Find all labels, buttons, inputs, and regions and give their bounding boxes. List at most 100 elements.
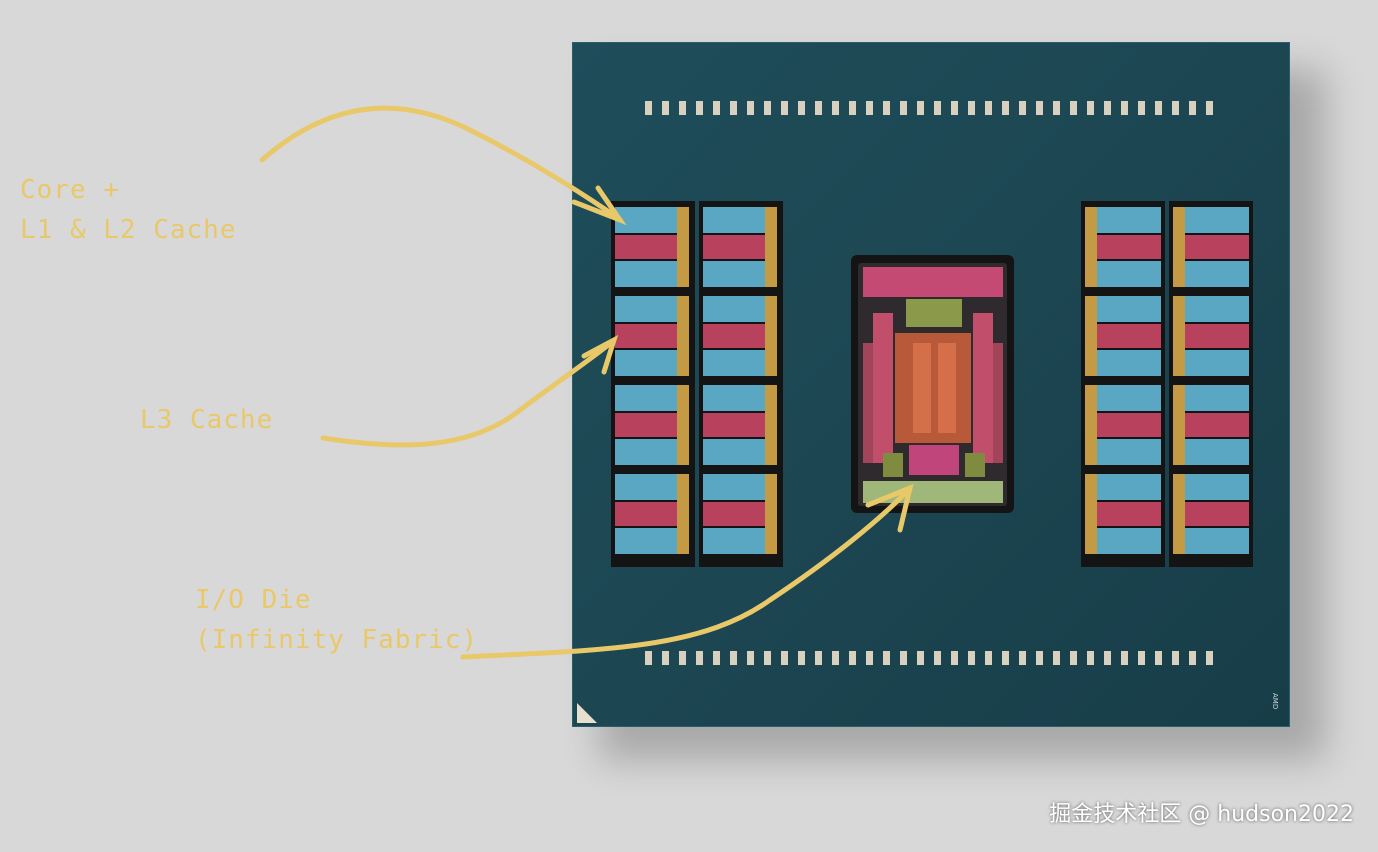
l3-cache-block — [1185, 324, 1249, 348]
cache-tag-strip — [765, 207, 777, 287]
l3-cache-block — [1185, 502, 1249, 526]
pad — [1019, 101, 1026, 115]
pad — [1206, 101, 1213, 115]
core-block — [615, 474, 679, 500]
pad — [900, 651, 907, 665]
core-block — [703, 528, 767, 554]
cache-tag-strip — [765, 296, 777, 376]
pad — [1070, 101, 1077, 115]
core-block — [703, 350, 767, 376]
core-block — [1097, 474, 1161, 500]
l3-cache-block — [703, 502, 767, 526]
cache-tag-strip — [677, 296, 689, 376]
pad — [968, 101, 975, 115]
pad — [764, 101, 771, 115]
pad — [815, 101, 822, 115]
core-block — [1185, 528, 1249, 554]
pad — [866, 651, 873, 665]
pad — [849, 101, 856, 115]
l3-cache-block — [615, 324, 679, 348]
core-block — [1185, 261, 1249, 287]
cache-tag-strip — [765, 474, 777, 554]
core-block — [615, 296, 679, 322]
core-block — [1097, 261, 1161, 287]
pad — [696, 101, 703, 115]
pad — [985, 651, 992, 665]
l3-cache-block — [703, 413, 767, 437]
pad — [645, 101, 652, 115]
pad — [713, 651, 720, 665]
core-block — [615, 385, 679, 411]
l3-cache-block — [703, 324, 767, 348]
l3-cache-block — [615, 502, 679, 526]
core-block — [615, 439, 679, 465]
pad — [1053, 101, 1060, 115]
pad — [730, 101, 737, 115]
core-block — [703, 296, 767, 322]
core-block — [703, 207, 767, 233]
pad — [1155, 101, 1162, 115]
cache-tag-strip — [677, 474, 689, 554]
pad — [968, 651, 975, 665]
pad — [798, 101, 805, 115]
pad — [900, 101, 907, 115]
pad — [730, 651, 737, 665]
pad — [1002, 101, 1009, 115]
pad — [1070, 651, 1077, 665]
pad — [1138, 101, 1145, 115]
pad — [1172, 101, 1179, 115]
cache-tag-strip — [1173, 474, 1185, 554]
pad — [934, 651, 941, 665]
core-block — [1185, 350, 1249, 376]
cache-tag-strip — [1085, 385, 1097, 465]
ccd-column — [1081, 201, 1165, 567]
core-block — [615, 528, 679, 554]
pad — [781, 651, 788, 665]
core-block — [1185, 296, 1249, 322]
core-block — [1185, 385, 1249, 411]
core-block — [1097, 207, 1161, 233]
pad — [883, 101, 890, 115]
pad — [883, 651, 890, 665]
pad — [1053, 651, 1060, 665]
cache-tag-strip — [1173, 296, 1185, 376]
pad — [1087, 651, 1094, 665]
pad — [662, 651, 669, 665]
pad — [866, 101, 873, 115]
pad — [832, 101, 839, 115]
pad — [1104, 101, 1111, 115]
pad — [985, 101, 992, 115]
l3-cache-block — [1185, 413, 1249, 437]
core-block — [1097, 439, 1161, 465]
pad — [645, 651, 652, 665]
pad — [1189, 651, 1196, 665]
core-block — [1097, 528, 1161, 554]
pad — [679, 651, 686, 665]
pad — [1172, 651, 1179, 665]
cache-tag-strip — [1085, 474, 1097, 554]
core-block — [1097, 385, 1161, 411]
pad — [1036, 651, 1043, 665]
l3-cache-block — [703, 235, 767, 259]
l3-cache-block — [1097, 324, 1161, 348]
pad — [696, 651, 703, 665]
core-block — [703, 385, 767, 411]
pad — [1138, 651, 1145, 665]
io-die — [851, 255, 1014, 513]
core-block — [1185, 474, 1249, 500]
l3-cache-block — [1185, 235, 1249, 259]
l3-cache-block — [1097, 502, 1161, 526]
watermark: 掘金技术社区 @ hudson2022 — [1049, 802, 1354, 827]
core-block — [1185, 207, 1249, 233]
core-block — [1097, 296, 1161, 322]
l3-cache-block — [615, 413, 679, 437]
pad — [679, 101, 686, 115]
l3-arrow — [320, 339, 615, 448]
io-label: I/O Die (Infinity Fabric) — [195, 585, 479, 655]
pad — [951, 101, 958, 115]
pad — [1002, 651, 1009, 665]
pad — [815, 651, 822, 665]
amd-mark: AMD — [1271, 693, 1279, 709]
pad — [798, 651, 805, 665]
cache-tag-strip — [1085, 296, 1097, 376]
